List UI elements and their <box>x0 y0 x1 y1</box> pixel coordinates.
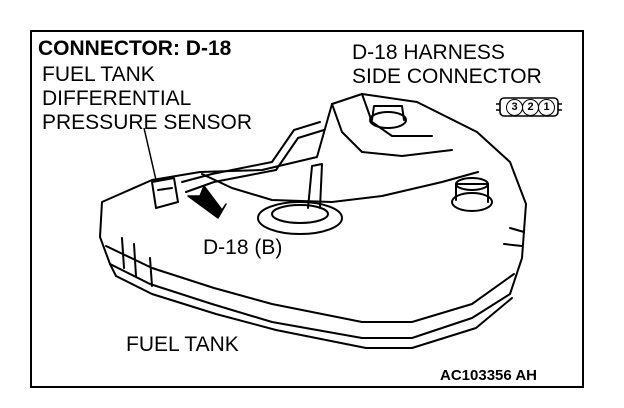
sensor-leader-line <box>143 127 157 181</box>
diagram-title: CONNECTOR: D-18 <box>38 37 232 60</box>
fuel-pump-flange <box>257 201 343 235</box>
sensor-label-line-1: FUEL TANK <box>42 63 155 86</box>
fuel-line <box>181 121 321 183</box>
connector-reference-label: D-18 (B) <box>203 236 283 259</box>
sensor-label: FUEL TANK DIFFERENTIAL PRESSURE SENSOR <box>42 63 252 135</box>
filler-neck-boss <box>451 192 493 212</box>
connector-pin-2: 2 <box>522 99 539 116</box>
harness-label: D-18 HARNESS SIDE CONNECTOR <box>352 41 542 89</box>
connector-arrow <box>187 185 227 219</box>
sensor-label-line-2: DIFFERENTIAL <box>42 87 192 110</box>
sensor-label-line-3: PRESSURE SENSOR <box>42 111 253 134</box>
connector-pin-3: 3 <box>506 99 523 116</box>
fuel-tank-label: FUEL TANK <box>126 333 239 356</box>
connector-pin-1: 1 <box>538 99 555 116</box>
diagram-frame: CONNECTOR: D-18 FUEL TANK DIFFERENTIAL P… <box>30 30 584 388</box>
pressure-sensor-shape <box>151 177 179 209</box>
figure-code: AC103356 AH <box>440 367 537 384</box>
harness-label-line-1: D-18 HARNESS <box>352 41 505 64</box>
harness-label-line-2: SIDE CONNECTOR <box>352 65 542 88</box>
